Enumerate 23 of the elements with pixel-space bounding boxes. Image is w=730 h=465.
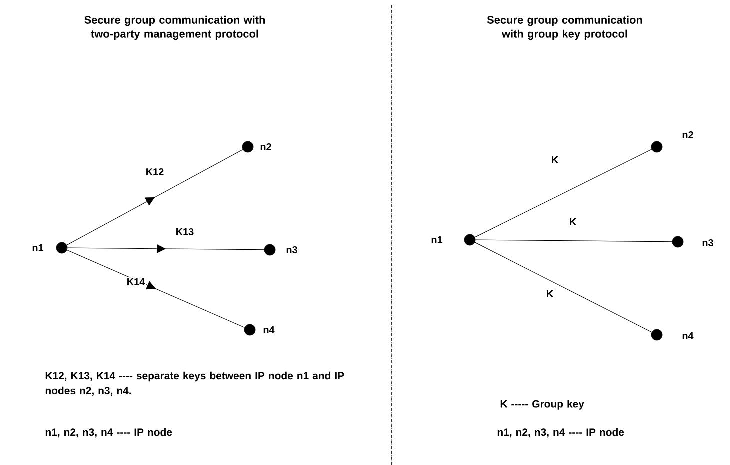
panel-title: Secure group communication with two-party management protocol (84, 16, 266, 40)
node-label: n2 (260, 144, 272, 150)
arrow (66, 250, 246, 328)
arrow (66, 149, 244, 246)
note-text: K12, K13, K14 ---- separate keys between IP node n1 and IP nodes n2, n3, n4. (46, 372, 344, 396)
arrow (67, 244, 265, 254)
node-label: n1 (32, 244, 44, 252)
panel-title: Secure group communication with group key protocol (487, 16, 642, 40)
edge-label: K13 (174, 227, 196, 237)
legend-text: K ----- Group key (500, 400, 584, 410)
legend-text: n1, n2, n3, n4 ---- IP node (46, 428, 172, 438)
edge-label: K12 (144, 168, 166, 176)
node-label: n4 (682, 332, 694, 340)
edge-label: K (545, 290, 555, 298)
edge-label: K14 (126, 278, 146, 286)
node-label: n3 (702, 239, 714, 247)
node-label: n1 (432, 236, 443, 244)
edge-label: K (550, 156, 560, 164)
legend-text: n1, n2, n3, n4 ---- IP node (498, 428, 624, 438)
node-label: n4 (264, 326, 275, 334)
edge-label: K (568, 218, 578, 226)
node-label: n2 (682, 132, 694, 138)
node-label: n3 (286, 246, 298, 254)
